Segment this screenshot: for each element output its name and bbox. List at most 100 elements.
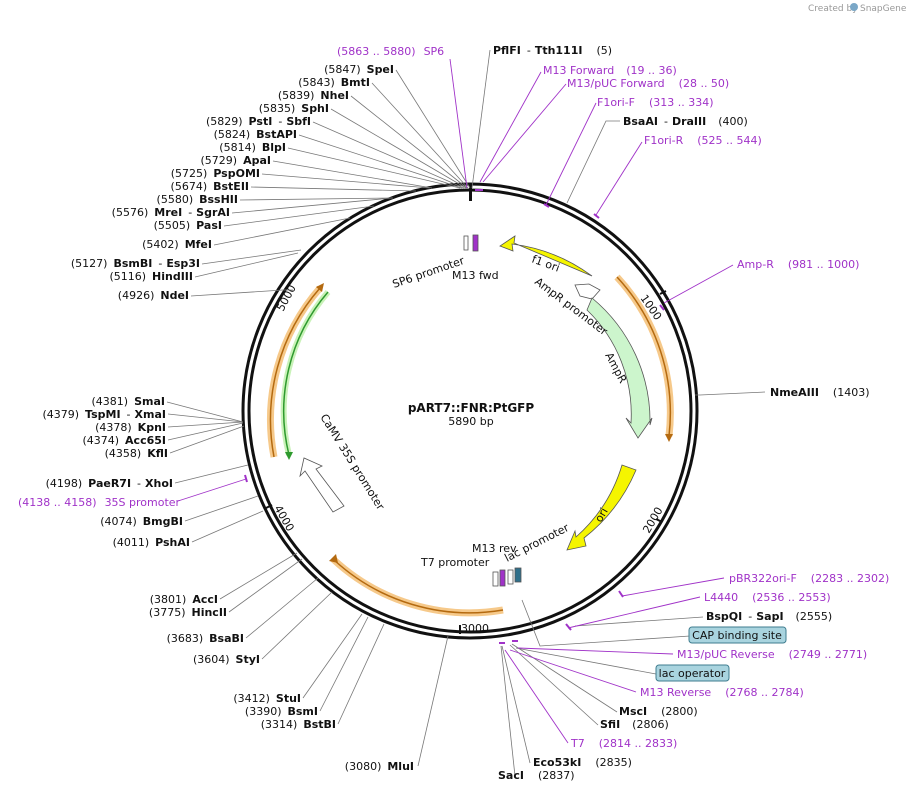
primer-l4440[interactable]: L4440(2536 .. 2553) [704, 591, 831, 604]
feature-ampr-promoter-arrow [574, 283, 601, 300]
site-bmgbi[interactable]: (4074)BmgBI [100, 515, 183, 528]
site-mfei[interactable]: (5402)MfeI [142, 238, 212, 251]
tick-2000-mark [655, 518, 663, 523]
site-ndei[interactable]: (4926)NdeI [118, 289, 189, 302]
orf-arc-green-band [280, 290, 331, 456]
primer-m13-reverse[interactable]: M13 Reverse(2768 .. 2784) [640, 686, 804, 699]
primer-amp-r[interactable]: Amp-R(981 .. 1000) [737, 258, 859, 271]
left-enzyme-labels: (5847)SpeI (5843)BmtI (5839)NheI (5835)S… [42, 63, 414, 773]
site-apai[interactable]: (5729)ApaI [201, 154, 271, 167]
leader-pflfi [471, 49, 491, 189]
leader-cap-site [521, 599, 691, 647]
feature-label-t7-promoter: T7 promoter [420, 556, 490, 569]
site-sfii[interactable]: SfiI(2806) [600, 718, 669, 731]
leader-blpi [287, 147, 461, 189]
tick-1000-mark [659, 290, 667, 295]
site-nmeaiii[interactable]: NmeAIII(1403) [770, 386, 870, 399]
site-bsaai-draiii[interactable]: BsaAI-DraIII(400) [623, 115, 748, 128]
site-msci[interactable]: MscI(2800) [619, 705, 698, 718]
site-pasi[interactable]: (5505)PasI [154, 219, 222, 232]
site-paer7i-xhoi[interactable]: (4198)PaeR7I-XhoI [46, 477, 173, 490]
feature-ori-arrow [566, 464, 637, 551]
primer-mark-l4440 [565, 623, 572, 631]
site-mrei-sgrai[interactable]: (5576)MreI-SgrAI [112, 206, 230, 219]
cap-binding-site-box[interactable] [688, 626, 787, 644]
primer-f1ori-r[interactable]: F1ori-R(525 .. 544) [644, 134, 762, 147]
site-stui[interactable]: (3412)StuI [233, 692, 301, 705]
feature-lac-operator-arrow [514, 567, 522, 583]
primer-f1ori-f[interactable]: F1ori-F(313 .. 334) [597, 96, 714, 109]
site-bsmbi-esp3i[interactable]: (5127)BsmBI-Esp3I [71, 257, 200, 270]
feature-label-m13-fwd: M13 fwd [452, 269, 499, 282]
site-hincii[interactable]: (3775)HincII [149, 606, 227, 619]
site-sphi[interactable]: (5835)SphI [259, 102, 329, 115]
leader-hincii [228, 558, 303, 613]
leader-kfli [169, 425, 245, 454]
leader-mfei [213, 217, 351, 246]
orf-arc-bottom-arrow [329, 554, 338, 563]
leader-bstbi [337, 623, 385, 725]
leader-bstapi [298, 134, 463, 189]
site-bspqi-sapi[interactable]: BspQI-SapI(2555) [706, 610, 832, 623]
site-spei[interactable]: (5847)SpeI [324, 63, 394, 76]
site-bmti[interactable]: (5843)BmtI [298, 76, 370, 89]
primer-leader-m13puc-forward [482, 83, 567, 183]
origin-marker [469, 183, 472, 201]
feature-m13rev-arrow [499, 569, 506, 587]
feature-t7-promoter-arrow [492, 571, 499, 587]
feature-ampr-arrow [586, 297, 653, 439]
orf-arcs [267, 274, 674, 617]
leader-bsshii [239, 197, 394, 201]
site-acci[interactable]: (3801)AccI [150, 593, 218, 606]
leader-sfii [509, 644, 599, 726]
site-bsmi[interactable]: (3390)BsmI [245, 705, 318, 718]
site-pflfi-tth111i[interactable]: PflFI-Tth111I(5) [493, 44, 612, 57]
lac-operator-box[interactable] [655, 664, 730, 682]
primer-sp6[interactable]: (5863 .. 5880)SP6 [337, 45, 444, 58]
site-kpni[interactable]: (4378)KpnI [95, 421, 166, 434]
leader-tspmi [167, 413, 244, 423]
site-psti-sbfi[interactable]: (5829)PstI-SbfI [206, 115, 311, 128]
site-pspomi[interactable]: (5725)PspOMI [171, 167, 260, 180]
leader-pspomi [261, 173, 431, 189]
primer-35s-promoter[interactable]: (4138 .. 4158)35S promoter [18, 496, 181, 509]
site-pshai[interactable]: (4011)PshAI [113, 536, 190, 549]
feature-camv35s-arrow [299, 457, 345, 513]
site-smai[interactable]: (4381)SmaI [92, 395, 165, 408]
primer-pbr322ori-f[interactable]: pBR322ori-F(2283 .. 2302) [729, 572, 889, 585]
primer-m13puc-reverse[interactable]: M13/pUC Reverse(2749 .. 2771) [677, 648, 867, 661]
tick-4000-mark [265, 504, 273, 509]
lac-operator-label: lac operator [659, 667, 726, 680]
site-bstapi[interactable]: (5824)BstAPI [214, 128, 297, 141]
site-eco53ki[interactable]: Eco53kI(2835) [533, 756, 632, 769]
leader-smai [166, 401, 244, 423]
primer-leader-pbr322ori-f [621, 577, 725, 597]
site-blpi[interactable]: (5814)BlpI [219, 141, 286, 154]
site-kfli[interactable]: (4358)KflI [105, 447, 168, 460]
site-bsshii[interactable]: (5580)BssHII [157, 193, 238, 206]
primer-m13puc-forward[interactable]: M13/pUC Forward(28 .. 50) [567, 77, 729, 90]
orf-arc-green-arrow [285, 452, 293, 460]
site-mlui[interactable]: (3080)MluI [345, 760, 414, 773]
primer-mark-f1ori-r [593, 213, 600, 219]
primer-t7[interactable]: T7(2814 .. 2833) [570, 737, 677, 750]
site-nhei[interactable]: (5839)NheI [278, 89, 349, 102]
leader-pshai [191, 510, 264, 543]
leader-bspqi [574, 616, 704, 627]
site-saci[interactable]: SacI(2837) [498, 769, 575, 782]
leader-nmeaiii [695, 391, 766, 396]
primer-m13-forward[interactable]: M13 Forward(19 .. 36) [543, 64, 677, 77]
feature-label-ori: ori [592, 506, 610, 525]
site-tspmi-xmai[interactable]: (4379)TspMI-XmaI [42, 408, 166, 421]
leader-apai [272, 160, 433, 189]
primer-leader-t7 [504, 649, 569, 744]
site-bsteii[interactable]: (5674)BstEII [171, 180, 249, 193]
leader-pasi [223, 205, 375, 227]
site-styi[interactable]: (3604)StyI [193, 653, 260, 666]
site-hindiii[interactable]: (5116)HindIII [109, 270, 193, 283]
enzyme-leader-lines [166, 49, 766, 777]
site-bsabi[interactable]: (3683)BsaBI [167, 632, 244, 645]
site-acc65i[interactable]: (4374)Acc65I [82, 434, 166, 447]
site-bstbi[interactable]: (3314)BstBI [261, 718, 336, 731]
orf-arc-right-arrow [665, 434, 673, 442]
